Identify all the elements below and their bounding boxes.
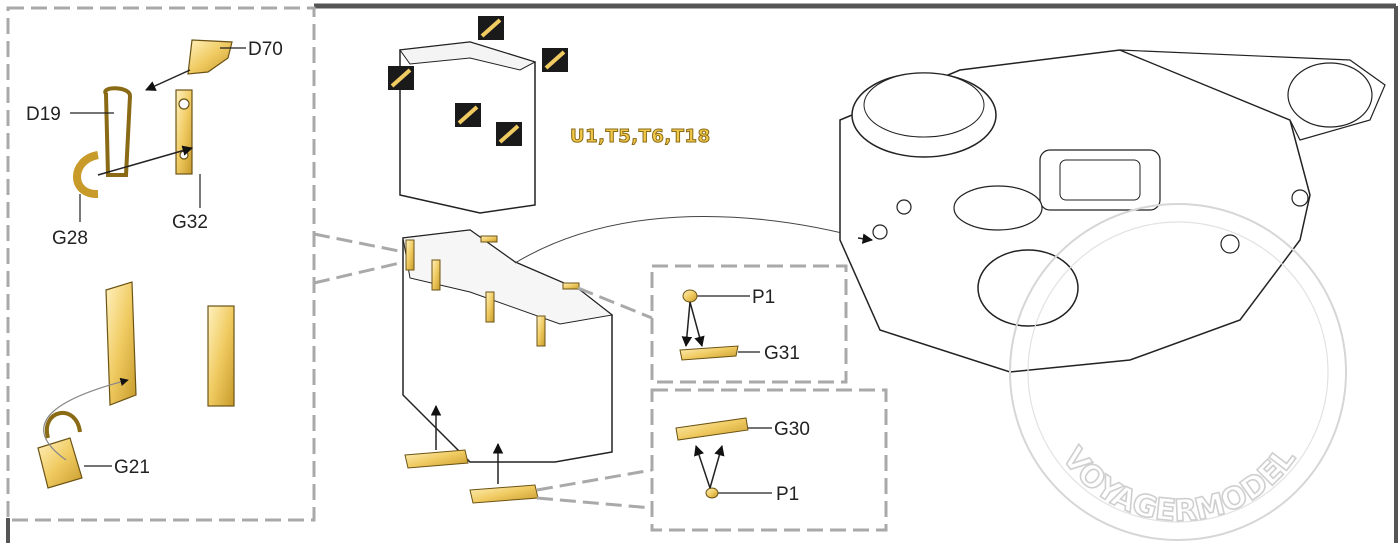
callout-boxes (536, 264, 888, 532)
left-arrows (43, 69, 194, 461)
outer-frame (6, 3, 1398, 543)
label-p1-bottom: P1 (776, 484, 799, 505)
leader-lines (70, 47, 772, 494)
latch-parts (37, 39, 235, 489)
left-detail-box (6, 6, 405, 522)
part-icon (542, 48, 568, 72)
part-icon (496, 122, 522, 146)
part-icon (478, 16, 504, 40)
label-g28: G28 (52, 228, 88, 249)
label-p1-top: P1 (752, 287, 775, 308)
label-d19: D19 (26, 104, 61, 125)
label-g32: G32 (172, 212, 208, 233)
label-d70: D70 (248, 39, 283, 60)
label-g31: G31 (764, 343, 800, 364)
pointer-arrow (857, 233, 874, 244)
upper-box-illustration: U1,T5,T6,T18 (388, 16, 711, 214)
callout-parts (675, 289, 749, 499)
turret-illustration (839, 49, 1386, 373)
label-g21: G21 (114, 457, 150, 478)
label-g30: G30 (774, 419, 810, 440)
part-icon (455, 103, 481, 127)
part-numbers-label: U1,T5,T6,T18 (570, 126, 711, 147)
part-icon (388, 66, 414, 90)
lower-box-illustration (402, 215, 871, 504)
